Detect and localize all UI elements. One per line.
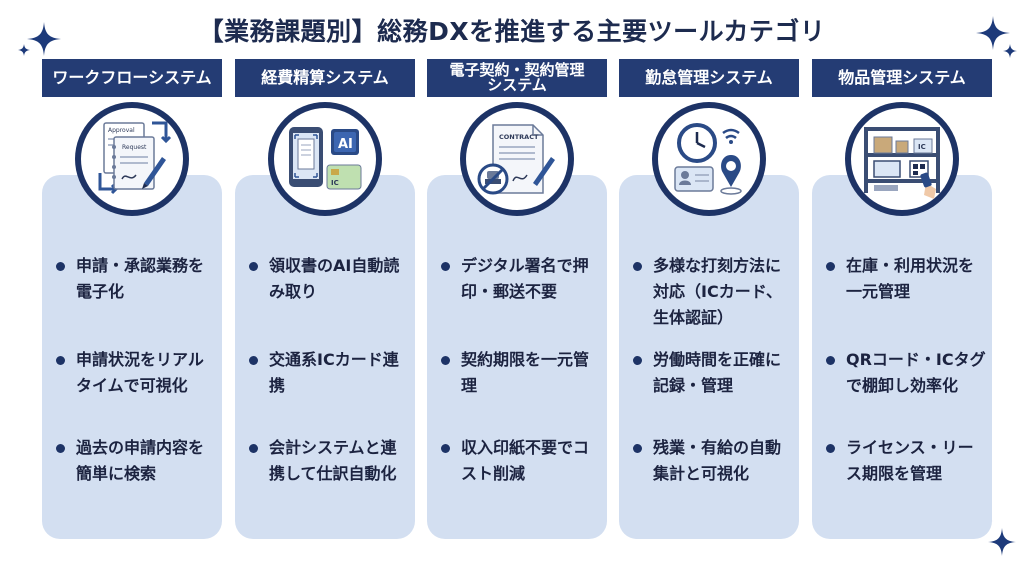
svg-text:CONTRACT: CONTRACT: [499, 133, 539, 141]
icon-circle: AI IC: [268, 102, 382, 216]
bullet-item: 契約期限を一元管理: [441, 347, 603, 399]
icon-circle: [652, 102, 766, 216]
bullet-item: 領収書のAI自動読み取り: [249, 253, 411, 305]
column-card: [812, 175, 992, 539]
bullet-item: 多様な打刻方法に対応（ICカード、生体認証）: [633, 253, 795, 331]
bullet-item: 申請状況をリアルタイムで可視化: [56, 347, 218, 399]
column-attendance: 勤怠管理システム: [619, 59, 799, 539]
bullet-item: 会計システムと連携して仕訳自動化: [249, 435, 411, 487]
bullet-item: 過去の申請内容を簡単に検索: [56, 435, 218, 487]
column-card: [235, 175, 415, 539]
column-header: 電子契約・契約管理 システム: [427, 59, 607, 97]
svg-text:Request: Request: [122, 144, 147, 151]
column-workflow: ワークフローシステム Approval Request: [42, 59, 222, 539]
contract-sign-icon: CONTRACT: [477, 124, 555, 195]
page-title: 【業務課題別】総務DXを推進する主要ツールカテゴリ: [198, 17, 826, 46]
column-inventory: 物品管理システム IC: [812, 59, 992, 539]
bullet-item: デジタル署名で押印・郵送不要: [441, 253, 603, 305]
receipt-scan-icon: AI IC: [289, 127, 362, 190]
icon-circle: IC: [845, 102, 959, 216]
inventory-shelf-icon: IC: [864, 127, 940, 199]
bullet-item: 収入印紙不要でコスト削減: [441, 435, 603, 487]
attendance-clock-icon: [674, 123, 742, 195]
column-card: [427, 175, 607, 539]
column-header: 経費精算システム: [235, 59, 415, 97]
bullet-item: 残業・有給の自動集計と可視化: [633, 435, 795, 487]
icon-circle: Approval Request: [75, 102, 189, 216]
sparkle-bottom-right-icon: [988, 528, 1016, 556]
icon-circle: CONTRACT: [460, 102, 574, 216]
bullet-item: ライセンス・リース期限を管理: [826, 435, 988, 487]
bullet-item: 労働時間を正確に記録・管理: [633, 347, 795, 399]
bullet-item: QRコード・ICタグで棚卸し効率化: [826, 347, 988, 399]
svg-text:IC: IC: [918, 143, 926, 151]
column-header: 勤怠管理システム: [619, 59, 799, 97]
bullet-item: 在庫・利用状況を一元管理: [826, 253, 988, 305]
column-contract: 電子契約・契約管理 システム CONTRACT: [427, 59, 607, 539]
bullet-item: 申請・承認業務を電子化: [56, 253, 218, 305]
column-card: [42, 175, 222, 539]
column-header: 物品管理システム: [812, 59, 992, 97]
sparkle-top-left-icon: [27, 22, 61, 56]
column-expense: 経費精算システム AI IC: [235, 59, 415, 539]
column-header: ワークフローシステム: [42, 59, 222, 97]
svg-text:AI: AI: [338, 137, 353, 152]
sparkle-top-right-icon: [976, 16, 1010, 50]
svg-text:Approval: Approval: [108, 127, 135, 134]
bullet-item: 交通系ICカード連携: [249, 347, 411, 399]
sparkle-small-left-icon: [18, 44, 30, 56]
column-card: [619, 175, 799, 539]
workflow-documents-icon: Approval Request: [98, 121, 172, 195]
svg-text:IC: IC: [331, 179, 339, 187]
sparkle-small-right-icon: [1003, 44, 1017, 58]
